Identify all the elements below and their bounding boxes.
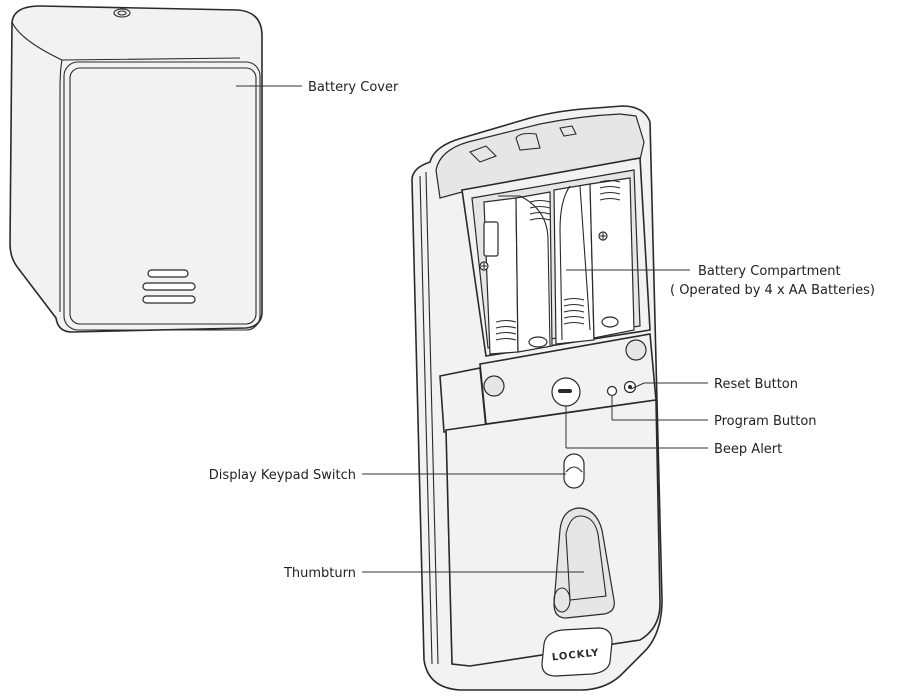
- label-battery-compartment-note: ( Operated by 4 x AA Batteries): [670, 283, 875, 298]
- label-battery-cover: Battery Cover: [308, 80, 399, 95]
- label-reset-button: Reset Button: [714, 377, 798, 392]
- battery-cover-illustration: [9, 5, 263, 333]
- label-battery-compartment: Battery Compartment: [698, 264, 841, 279]
- label-display-keypad-switch: Display Keypad Switch: [209, 468, 356, 483]
- leader-lines: [236, 85, 708, 573]
- lock-body-illustration: LOCKLY: [411, 105, 663, 691]
- label-program-button: Program Button: [714, 414, 817, 429]
- label-beep-alert: Beep Alert: [714, 442, 782, 457]
- label-thumbturn: Thumbturn: [283, 566, 356, 581]
- logo-text: LOCKLY: [551, 648, 600, 664]
- vent-slots: [142, 269, 196, 304]
- labels: Battery Cover Battery Compartment ( Oper…: [209, 80, 875, 581]
